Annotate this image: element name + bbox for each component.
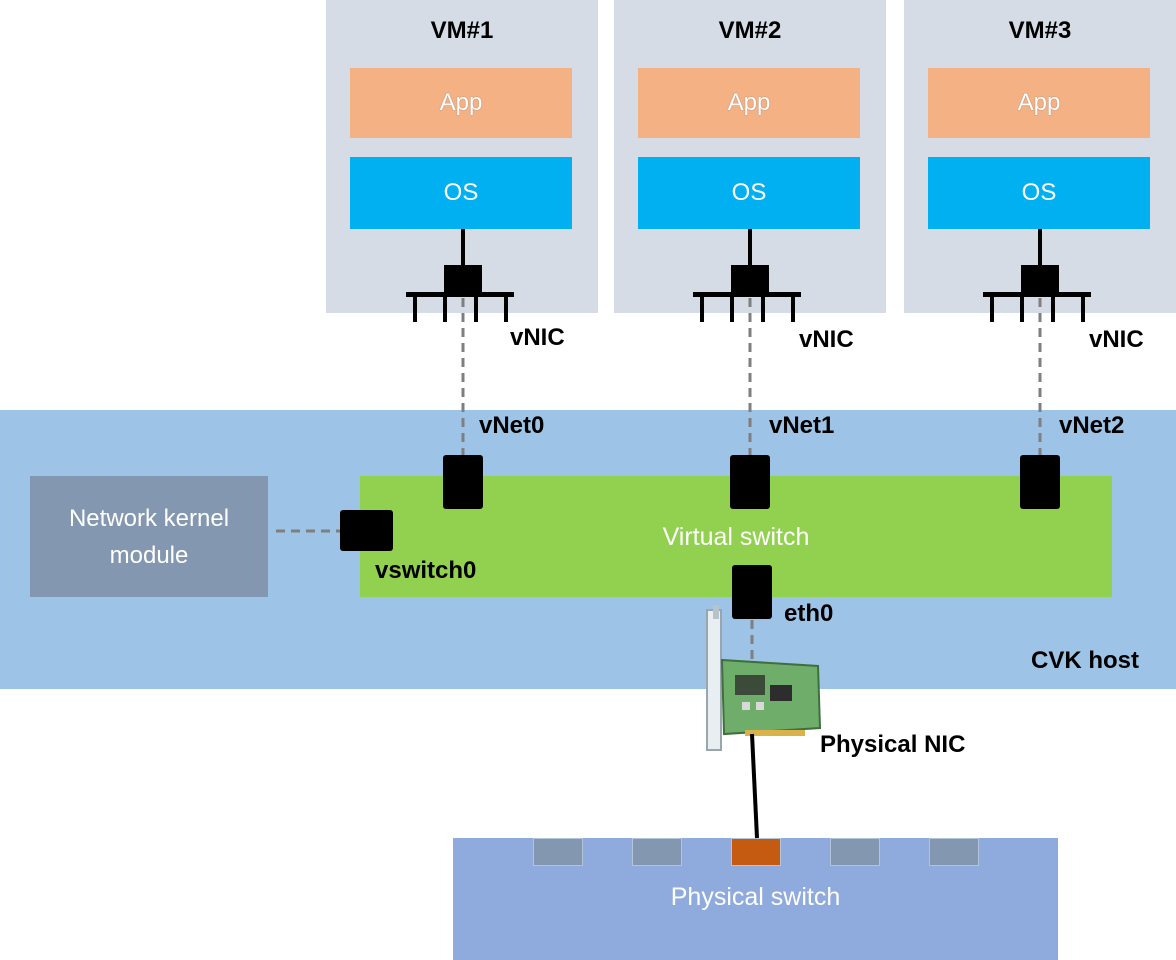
vnic-icon — [693, 229, 801, 322]
vnic-icon — [983, 229, 1091, 322]
vm-2: VM#2 App OS — [614, 0, 886, 313]
vm-title: VM#2 — [718, 17, 782, 44]
vnet-label: vNet0 — [479, 412, 545, 439]
vnic-label: vNIC — [799, 326, 854, 353]
vm-1: VM#1 App OS — [326, 0, 598, 313]
vnet-port — [443, 455, 483, 509]
app-box: App — [638, 68, 860, 138]
vnic-icon — [406, 229, 514, 322]
vswitch-port — [340, 510, 393, 551]
vnet-label: vNet2 — [1059, 412, 1125, 439]
switch-port — [929, 838, 979, 866]
network-kernel-module: Network kernel module — [30, 476, 268, 597]
vnic-label: vNIC — [1089, 326, 1144, 353]
app-box: App — [928, 68, 1150, 138]
host-label: CVK host — [1031, 647, 1139, 674]
physical-nic-label: Physical NIC — [820, 731, 966, 758]
eth0-port — [732, 565, 772, 619]
vm-title: VM#1 — [430, 17, 494, 44]
eth0-label: eth0 — [784, 600, 834, 627]
switch-port-active — [731, 838, 781, 866]
os-box: OS — [638, 157, 860, 229]
switch-port — [830, 838, 880, 866]
physical-nic-icon — [706, 605, 822, 751]
os-box: OS — [928, 157, 1150, 229]
physical-switch-label: Physical switch — [670, 883, 841, 911]
os-box: OS — [350, 157, 572, 229]
vnet-port — [730, 455, 770, 509]
vnet-label: vNet1 — [769, 412, 835, 439]
vnic-label: vNIC — [510, 324, 565, 351]
app-box: App — [350, 68, 572, 138]
vswitch-port-label: vswitch0 — [375, 557, 477, 584]
virtual-switch-label: Virtual switch — [662, 523, 810, 551]
vnet-port — [1020, 455, 1060, 509]
switch-port — [632, 838, 682, 866]
vm-title: VM#3 — [1008, 17, 1072, 44]
switch-port — [533, 838, 583, 866]
